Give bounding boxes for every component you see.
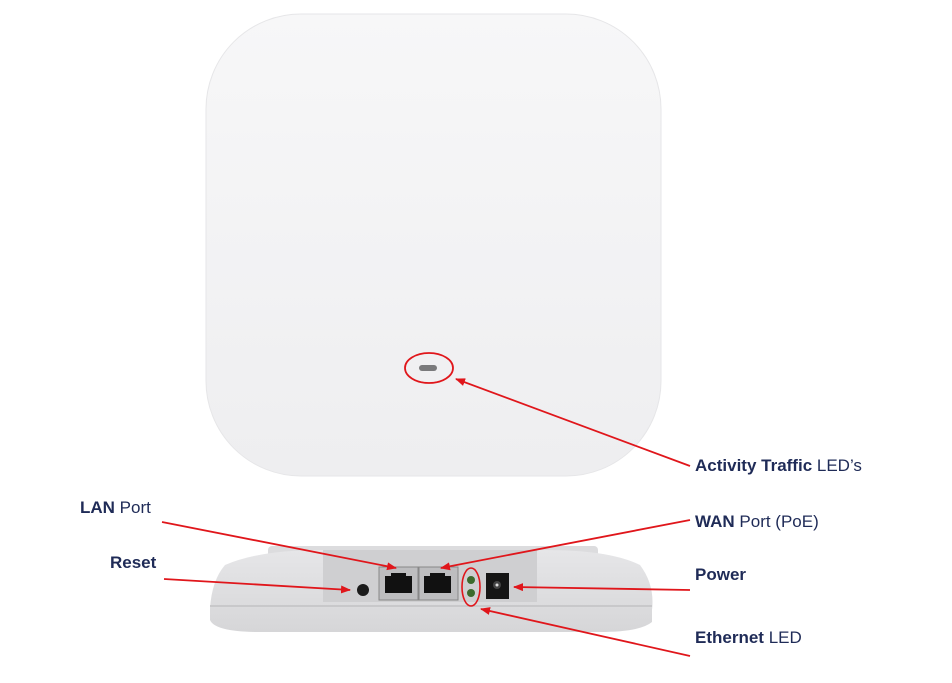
device-side-view (210, 546, 653, 632)
label-ethernet-led: Ethernet LED (695, 628, 802, 648)
label-power: Power (695, 565, 746, 585)
ethernet-arrow (480, 607, 691, 657)
label-rest: LED (763, 628, 802, 647)
label-rest: Port (PoE) (734, 512, 819, 531)
lan-port (378, 566, 419, 601)
label-reset: Reset (110, 553, 156, 573)
ethernet-led-2 (467, 589, 475, 597)
reset-arrow (163, 578, 351, 594)
activity-led (419, 365, 437, 371)
lan-arrow (161, 521, 397, 571)
label-activity-led: Activity Traffic LED’s (695, 456, 862, 476)
label-bold: Power (695, 565, 747, 584)
label-bold: Reset (110, 553, 157, 572)
label-rest: LED’s (812, 456, 862, 475)
activity-led-highlight (404, 352, 454, 384)
ethernet-led-highlight (461, 567, 481, 607)
reset-button (357, 584, 369, 596)
label-rest: Port (114, 498, 151, 517)
label-lan-port: LAN Port (80, 498, 151, 518)
wan-arrow (440, 519, 691, 571)
ethernet-led-1 (467, 576, 475, 584)
label-bold: Activity Traffic (695, 456, 813, 475)
power-arrow (513, 583, 691, 592)
wan-port (418, 566, 459, 601)
label-wan-port: WAN Port (PoE) (695, 512, 819, 532)
activity-arrow (455, 378, 691, 467)
label-bold: LAN (80, 498, 115, 517)
label-bold: WAN (695, 512, 735, 531)
label-bold: Ethernet (695, 628, 764, 647)
device-top-view (205, 13, 662, 477)
